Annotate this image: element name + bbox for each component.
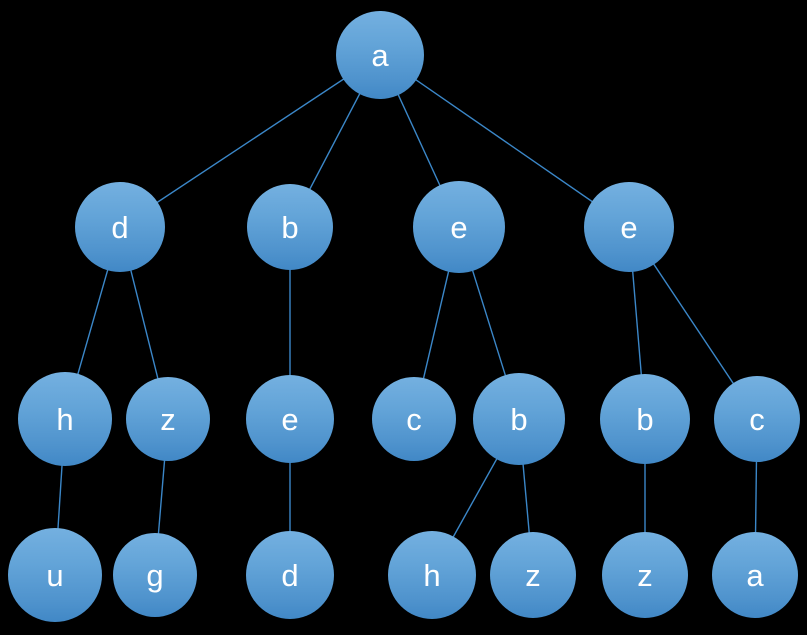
tree-node-label: e: [281, 401, 299, 437]
tree-node[interactable]: a: [336, 11, 424, 99]
tree-node-label: c: [406, 401, 422, 437]
tree-node-label: b: [281, 209, 299, 245]
tree-node-label: e: [450, 209, 468, 245]
tree-node[interactable]: a: [712, 532, 798, 618]
tree-node[interactable]: b: [473, 373, 565, 465]
tree-node-label: a: [371, 37, 389, 73]
tree-node-label: e: [620, 209, 638, 245]
tree-node[interactable]: d: [75, 182, 165, 272]
tree-node[interactable]: z: [126, 377, 210, 461]
tree-node-label: z: [637, 557, 653, 593]
tree-node[interactable]: e: [246, 375, 334, 463]
tree-node[interactable]: g: [113, 533, 197, 617]
tree-node-label: z: [525, 557, 541, 593]
tree-node-label: b: [510, 401, 528, 437]
tree-node-label: h: [423, 557, 441, 593]
tree-node-label: d: [111, 209, 129, 245]
tree-node-label: z: [160, 401, 176, 437]
tree-node-label: h: [56, 401, 74, 437]
tree-node-label: g: [146, 557, 164, 593]
tree-node-label: c: [749, 401, 765, 437]
tree-node-label: u: [46, 557, 64, 593]
tree-node-label: b: [636, 401, 654, 437]
tree-node[interactable]: b: [600, 374, 690, 464]
tree-node-label: d: [281, 557, 299, 593]
tree-node[interactable]: c: [372, 377, 456, 461]
tree-node[interactable]: h: [18, 372, 112, 466]
tree-node[interactable]: z: [602, 532, 688, 618]
tree-node[interactable]: b: [247, 184, 333, 270]
tree-node[interactable]: u: [8, 528, 102, 622]
tree-node[interactable]: d: [246, 531, 334, 619]
tree-node[interactable]: e: [584, 182, 674, 272]
tree-node-label: a: [746, 557, 764, 593]
tree-node[interactable]: c: [714, 376, 800, 462]
tree-node[interactable]: e: [413, 181, 505, 273]
tree-node[interactable]: z: [490, 532, 576, 618]
tree-node[interactable]: h: [388, 531, 476, 619]
